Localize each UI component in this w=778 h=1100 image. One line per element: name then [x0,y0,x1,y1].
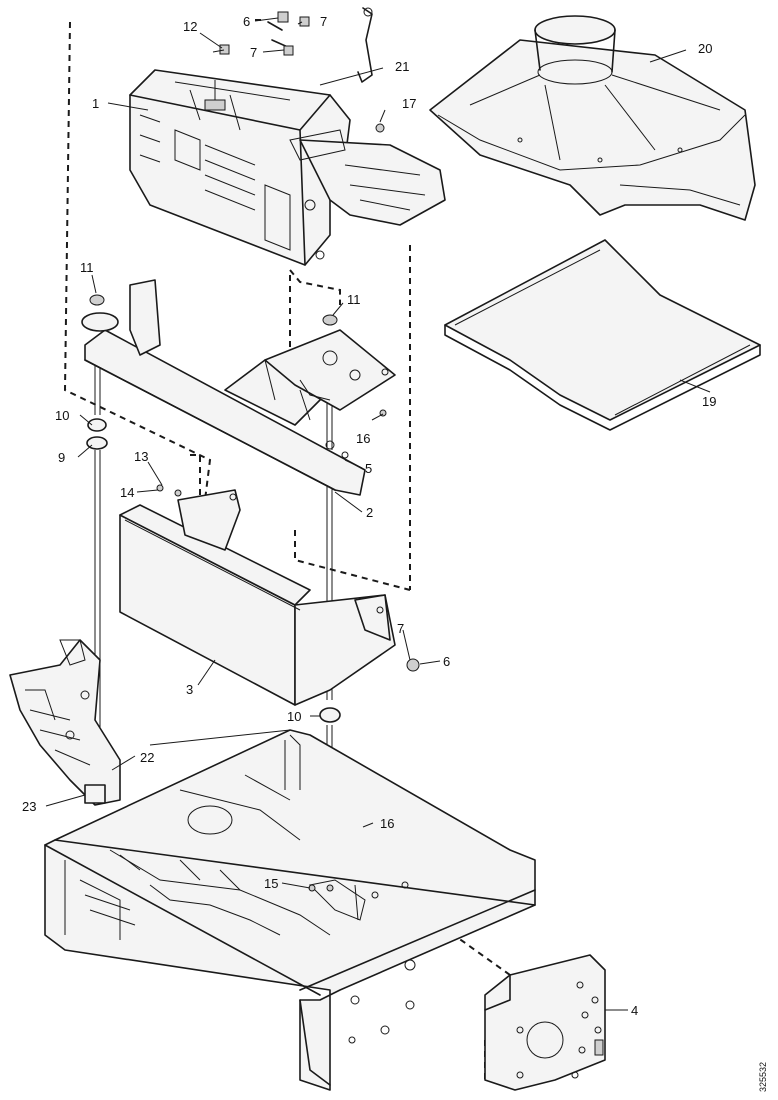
part-3-guard [119,489,396,706]
callout-11-right: 11 [347,292,361,307]
callout-22: 22 [140,750,154,765]
callout-20: 20 [698,41,712,56]
callout-4: 4 [631,1003,638,1018]
callout-10-left: 10 [55,408,69,423]
callout-7-top-right: 7 [320,14,327,29]
drawing-reference-code: 325532 [758,1062,768,1092]
callout-9: 9 [58,450,65,465]
part-20-top-cover [429,15,756,221]
callout-5: 5 [365,461,372,476]
part-1-housing [129,69,446,266]
callout-7-right: 7 [397,621,404,636]
callout-6-right: 6 [443,654,450,669]
callout-16-upper: 16 [356,431,370,446]
callout-7-top-left: 7 [250,45,257,60]
leader-lines [45,17,711,1011]
chassis-frame [44,729,536,1091]
callout-3: 3 [186,682,193,697]
callout-12: 12 [183,19,197,34]
callout-11-left: 11 [80,260,94,275]
callout-1: 1 [92,96,99,111]
callout-17: 17 [402,96,416,111]
callout-14: 14 [120,485,134,500]
callout-labels: 1 2 3 4 5 6 6 7 7 7 9 10 10 11 11 12 13 … [22,14,716,1018]
part-22-23-side-bracket [9,639,121,806]
part-2-frame [81,279,396,496]
part-4-mounting-plate [484,954,606,1091]
callout-2: 2 [366,505,373,520]
callout-6-top: 6 [243,14,250,29]
callout-19: 19 [702,394,716,409]
callout-15: 15 [264,876,278,891]
callout-23: 23 [22,799,36,814]
callout-16-lower: 16 [380,816,394,831]
callout-13: 13 [134,449,148,464]
callout-10-bottom: 10 [287,709,301,724]
part-19-tray [444,239,761,431]
callout-21: 21 [395,59,409,74]
